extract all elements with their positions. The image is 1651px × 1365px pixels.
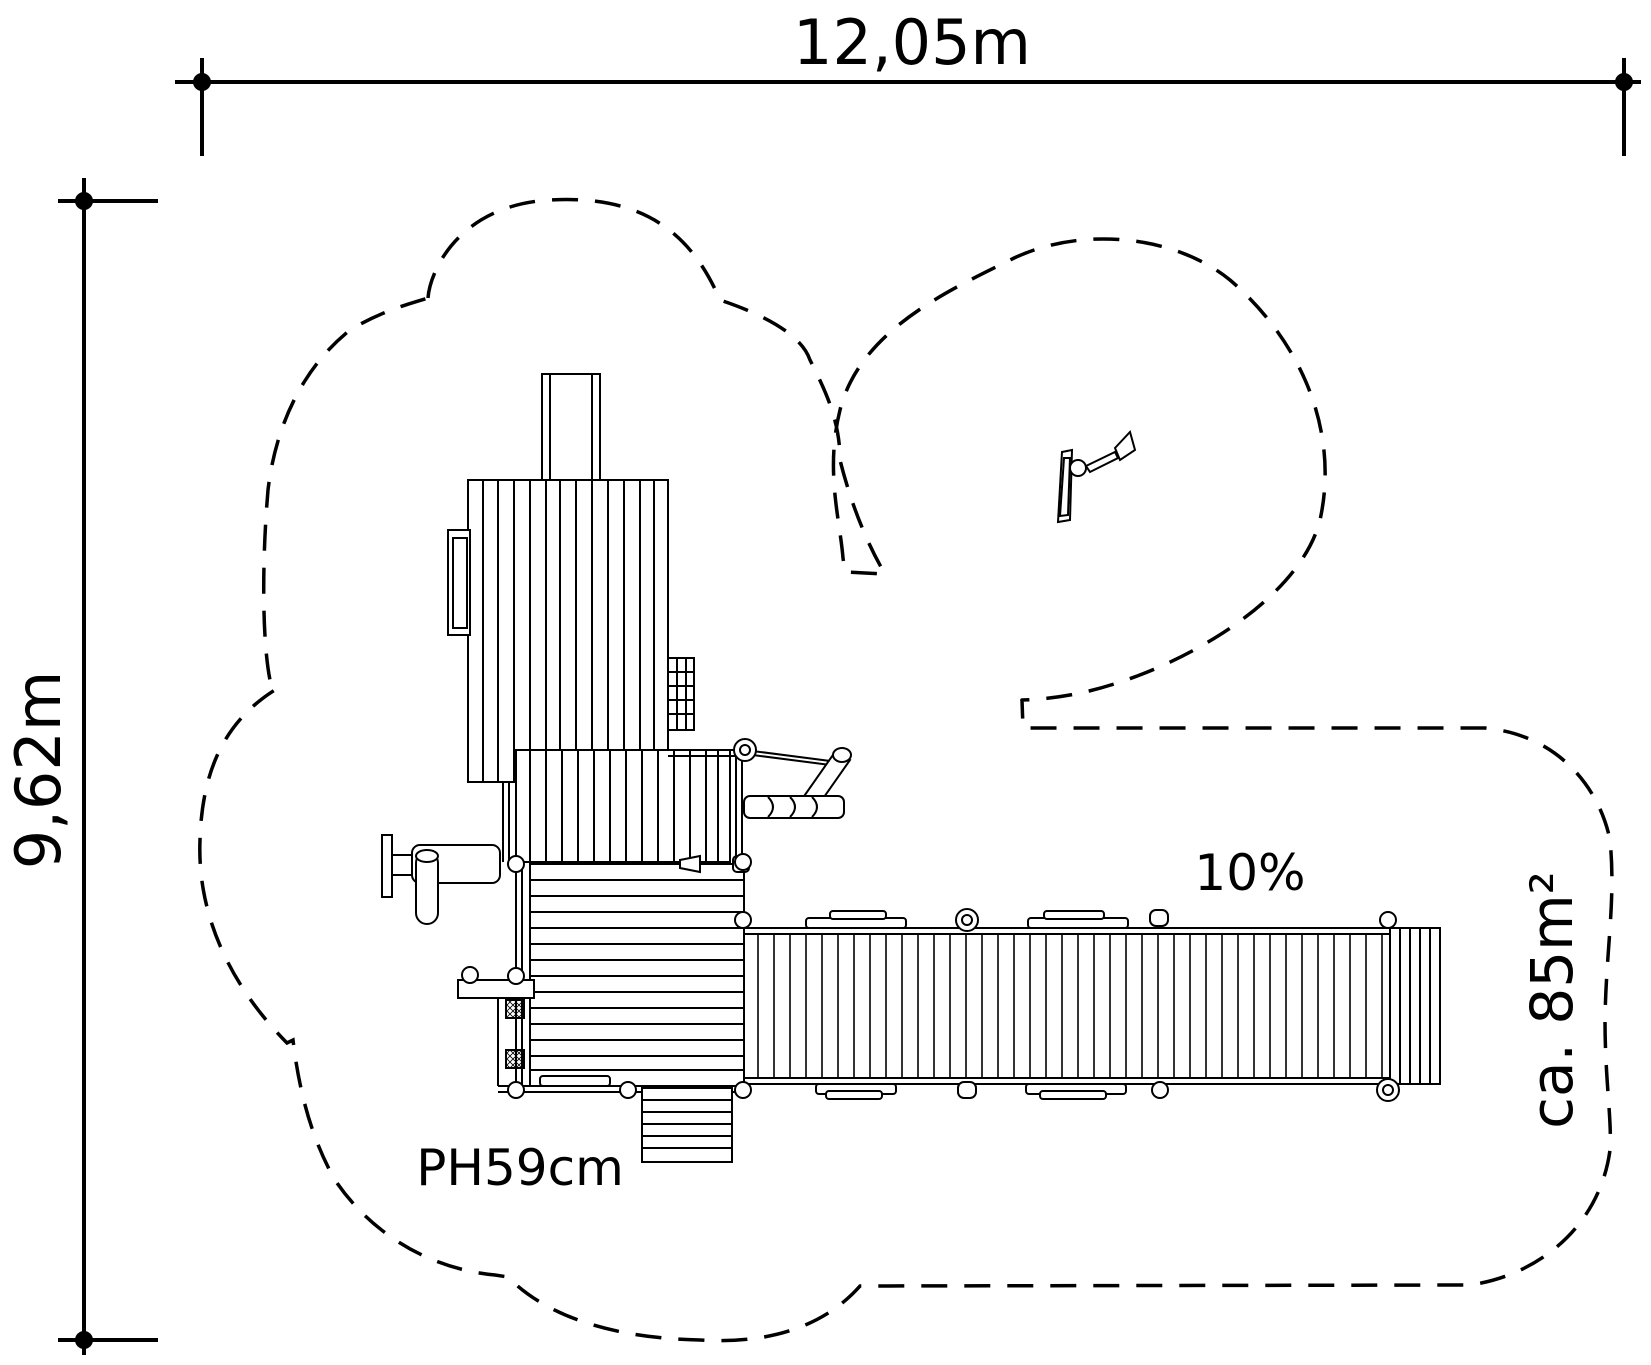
upper-deck-rail [502, 749, 745, 930]
lower-deck [529, 863, 745, 1087]
height-dimension-line [58, 178, 158, 1355]
width-dimension-line [175, 58, 1641, 156]
platform-height-label: PH59cm [416, 1139, 624, 1197]
rosette-decorations [733, 738, 1400, 1102]
side-panel [447, 529, 471, 636]
area-label: ca. 85m² [1518, 871, 1586, 1129]
upper-deck [515, 749, 731, 863]
spring-rider [1056, 430, 1137, 524]
infill-panel-2 [505, 1049, 525, 1069]
long-bridge [743, 927, 1441, 1085]
rail-beam [743, 747, 852, 819]
tower-roof [467, 479, 669, 783]
bridge-planks [757, 934, 1383, 1078]
bridge-handholds [539, 909, 1169, 1100]
height-dimension-label: 9,62m [2, 671, 75, 869]
entry-ladder [641, 1087, 733, 1163]
slope-label: 10% [1194, 844, 1305, 902]
slide-chute [541, 373, 601, 481]
telescope [381, 834, 501, 925]
climbing-net [667, 657, 695, 731]
support-posts [507, 853, 1397, 1099]
infill-panel-1 [505, 999, 525, 1019]
safety-area-boundary [198, 197, 1614, 1343]
width-dimension-label: 12,05m [793, 6, 1031, 79]
